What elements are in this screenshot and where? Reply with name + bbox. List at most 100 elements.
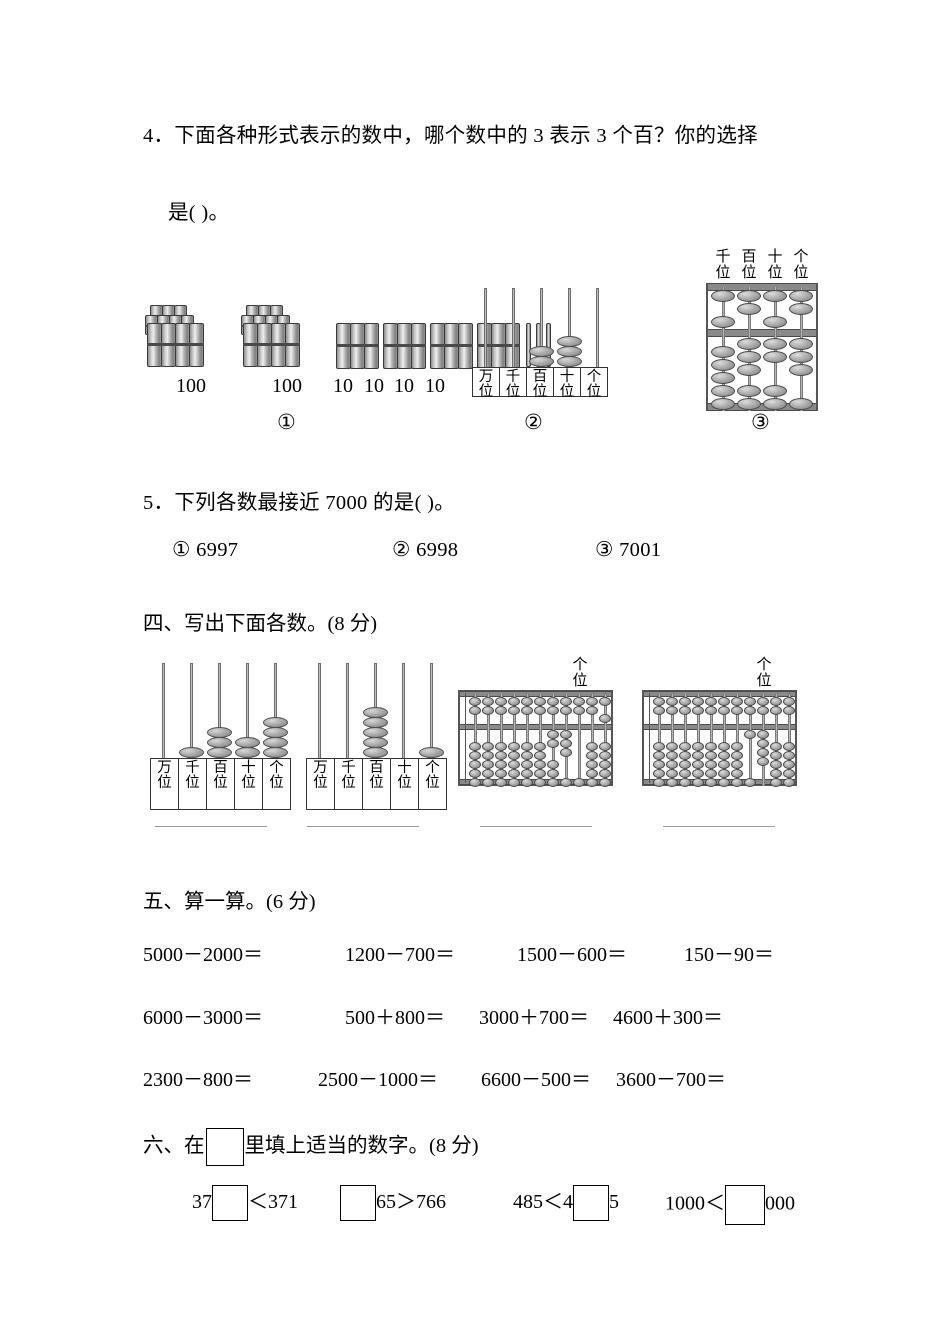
place-label: 千位 bbox=[341, 760, 356, 791]
fill-item-3: 485＜4 5 bbox=[513, 1185, 619, 1222]
figure-3-number: ③ bbox=[751, 410, 770, 434]
stick-bundle-hundred bbox=[241, 305, 319, 367]
section-four-rod-chart-2: 万位 千位 百位 十位 个位 bbox=[306, 663, 447, 810]
rod-wan bbox=[484, 288, 487, 368]
stick-bundle-ten bbox=[336, 323, 379, 369]
place-label: 个位 bbox=[425, 760, 440, 791]
fill-item-3-after: 5 bbox=[609, 1191, 619, 1213]
rod-qian bbox=[512, 288, 515, 368]
place-label: 十位 bbox=[767, 249, 783, 281]
fill-item-4-after: 000 bbox=[765, 1192, 795, 1215]
bead bbox=[419, 747, 444, 758]
calc-item: 2300－800＝ bbox=[143, 1069, 253, 1091]
suanpan-4-ones-label: 个位 bbox=[756, 657, 772, 689]
calc-item: 6600－500＝ bbox=[481, 1069, 591, 1091]
calc-item: 6000－3000＝ bbox=[143, 1007, 263, 1029]
calc-item: 1500－600＝ bbox=[517, 944, 627, 966]
rod-shi bbox=[402, 663, 405, 759]
rod-qian bbox=[190, 663, 193, 759]
section-six-heading-before: 六、在 bbox=[143, 1135, 205, 1157]
stick-label-ten-2: 10 bbox=[364, 375, 384, 397]
place-label: 万位 bbox=[313, 760, 328, 791]
bead bbox=[363, 747, 388, 758]
place-label: 万位 bbox=[157, 760, 172, 791]
question-5-option-2[interactable]: ② 6998 bbox=[392, 539, 459, 561]
fill-item-1-after: ＜371 bbox=[248, 1191, 298, 1213]
place-label: 百位 bbox=[532, 369, 548, 400]
calc-item: 4600＋300＝ bbox=[613, 1007, 723, 1029]
fill-item-3-before: 485＜4 bbox=[513, 1191, 573, 1213]
fill-item-1-before: 37 bbox=[192, 1191, 212, 1213]
bead bbox=[207, 747, 232, 758]
section-four-heading: 四、写出下面各数。(8 分) bbox=[143, 613, 378, 635]
place-label: 百位 bbox=[213, 760, 228, 791]
place-label: 千位 bbox=[505, 369, 521, 400]
calc-item: 1200－700＝ bbox=[345, 944, 455, 966]
section-four-suanpan-2 bbox=[642, 690, 797, 787]
place-label: 十位 bbox=[241, 760, 256, 791]
suanpan-3-ones-label: 个位 bbox=[572, 657, 588, 689]
question-5-option-3[interactable]: ③ 7001 bbox=[595, 539, 662, 561]
fill-box[interactable] bbox=[725, 1185, 765, 1225]
answer-line-4[interactable] bbox=[663, 826, 775, 827]
fill-box[interactable] bbox=[573, 1185, 609, 1222]
place-label: 千位 bbox=[715, 249, 731, 281]
calc-item: 2500－1000＝ bbox=[318, 1069, 438, 1091]
stick-label-hundred-2: 100 bbox=[272, 375, 302, 397]
fill-item-2: 65＞766 bbox=[340, 1185, 446, 1222]
question-4-line1: 4．下面各种形式表示的数中，哪个数中的 3 表示 3 个百？你的选择 bbox=[143, 125, 758, 147]
place-label: 个位 bbox=[586, 369, 602, 400]
fill-item-4-before: 1000＜ bbox=[665, 1192, 725, 1215]
stick-label-hundred-1: 100 bbox=[176, 375, 206, 397]
bead bbox=[179, 747, 204, 758]
fill-item-2-after: 65＞766 bbox=[376, 1191, 446, 1213]
figure-1-number: ① bbox=[277, 410, 296, 434]
question-5-text: 5．下列各数最接近 7000 的是( )。 bbox=[143, 492, 456, 514]
rod-wan bbox=[162, 663, 165, 759]
section-four-suanpan-1 bbox=[458, 690, 613, 787]
bead bbox=[263, 747, 288, 758]
figure-2-rod-chart: 万位 千位 百位 十位 个位 bbox=[472, 288, 608, 399]
fill-item-4: 1000＜ 000 bbox=[665, 1185, 795, 1225]
answer-line-3[interactable] bbox=[480, 826, 592, 827]
rod-qian bbox=[346, 663, 349, 759]
calc-item: 3600－700＝ bbox=[616, 1069, 726, 1091]
place-label: 万位 bbox=[478, 369, 494, 400]
stick-bundle-ten bbox=[430, 323, 473, 369]
question-5-option-1[interactable]: ① 6997 bbox=[172, 539, 239, 561]
answer-line-2[interactable] bbox=[307, 826, 419, 827]
place-label: 个位 bbox=[793, 249, 809, 281]
stick-label-ten-4: 10 bbox=[425, 375, 445, 397]
place-label: 个位 bbox=[269, 760, 284, 791]
rod-ge bbox=[430, 663, 433, 759]
place-label: 十位 bbox=[559, 369, 575, 400]
stick-label-ten-3: 10 bbox=[394, 375, 414, 397]
bead bbox=[235, 747, 260, 758]
section-six-heading: 六、在 里填上适当的数字。(8 分) bbox=[143, 1128, 479, 1167]
section-four-rod-chart-1: 万位 千位 百位 十位 个位 bbox=[150, 663, 291, 810]
answer-line-1[interactable] bbox=[155, 826, 267, 827]
rod-wan bbox=[318, 663, 321, 759]
question-4-line2: 是( )。 bbox=[168, 202, 230, 224]
place-label: 千位 bbox=[185, 760, 200, 791]
calc-item: 3000＋700＝ bbox=[479, 1007, 589, 1029]
fill-box[interactable] bbox=[340, 1185, 376, 1222]
calc-item: 150－90＝ bbox=[684, 944, 774, 966]
heading-answer-box[interactable] bbox=[205, 1128, 244, 1167]
figure-2-number: ② bbox=[524, 410, 543, 434]
fill-box[interactable] bbox=[212, 1185, 248, 1222]
place-label: 百位 bbox=[369, 760, 384, 791]
place-label: 十位 bbox=[397, 760, 412, 791]
rod-ge bbox=[596, 288, 599, 368]
stick-label-ten-1: 10 bbox=[333, 375, 353, 397]
place-label: 百位 bbox=[741, 249, 757, 281]
stick-bundle-ten bbox=[383, 323, 426, 369]
calc-item: 500＋800＝ bbox=[345, 1007, 445, 1029]
bead bbox=[557, 356, 582, 367]
calc-item: 5000－2000＝ bbox=[143, 944, 263, 966]
stick-bundle-hundred bbox=[145, 305, 223, 367]
section-six-heading-after: 里填上适当的数字。(8 分) bbox=[244, 1135, 479, 1157]
bead bbox=[529, 356, 554, 367]
section-five-heading: 五、算一算。(6 分) bbox=[143, 891, 316, 913]
